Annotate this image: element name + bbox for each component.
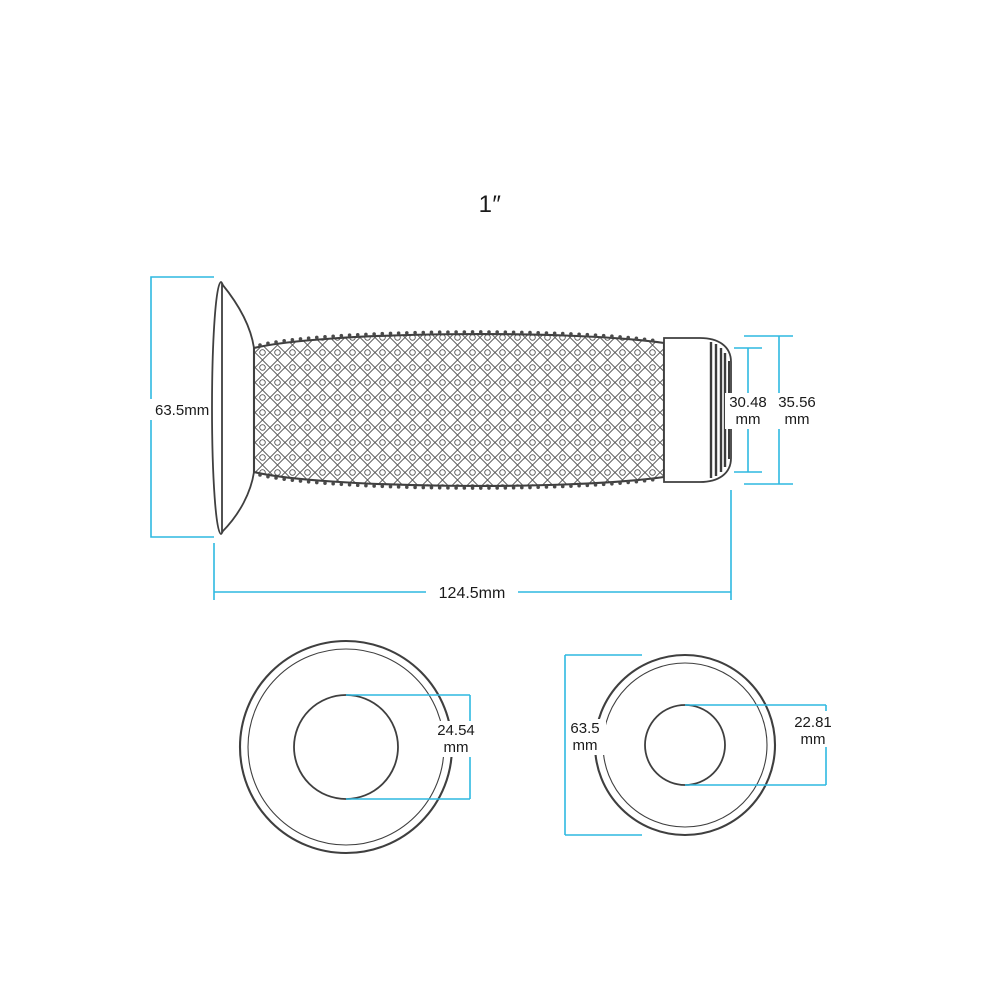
label-background — [789, 711, 836, 747]
dimension-end-outer-diameter: 63.5 mm — [564, 654, 642, 836]
end-bore-unit: mm — [801, 731, 826, 748]
flange-bore-circle — [293, 694, 399, 800]
flange-bore-unit: mm — [444, 739, 469, 756]
knurl-bumps-bottom — [258, 473, 660, 490]
flange-bell — [221, 281, 255, 535]
label-background — [774, 393, 820, 429]
throttle-end-view: 63.5 mm 22.81 mm — [564, 653, 836, 837]
end-bore-value: 22.81 — [794, 714, 832, 731]
label-background — [149, 399, 207, 420]
knurl-texture — [254, 334, 664, 486]
dimension-end-bore-diameter: 22.81 mm — [685, 704, 836, 786]
grip-size-title: 1″ — [479, 191, 502, 218]
flange-end-view: 24.54 mm — [238, 639, 479, 855]
flange-outer-circle — [238, 639, 454, 855]
dimension-cap-grip-diameter: 30.48 mm — [725, 347, 771, 473]
label-background — [566, 719, 606, 755]
dimension-flange-diameter: 63.5mm — [149, 276, 214, 538]
overall-length-label: 124.5mm — [439, 585, 506, 602]
label-background — [426, 581, 518, 604]
cap-outer-diameter-unit: mm — [785, 411, 810, 428]
dimension-end-outer-lines — [564, 654, 642, 836]
end-cap — [663, 337, 732, 483]
label-background — [725, 393, 771, 429]
knurl-bumps-top — [258, 330, 660, 347]
cap-grip-diameter-unit: mm — [736, 411, 761, 428]
label-background — [432, 721, 479, 757]
end-outer-diameter-value: 63.5 — [570, 720, 599, 737]
end-outer-diameter-unit: mm — [573, 737, 598, 754]
cap-outer-diameter-value: 35.56 — [778, 394, 816, 411]
dimension-overall-length: 124.5mm — [213, 490, 732, 604]
side-view — [211, 281, 732, 535]
dimension-cap-outer-diameter: 35.56 mm — [744, 335, 820, 485]
end-inner-ring — [602, 662, 768, 828]
end-bore-circle — [644, 704, 726, 786]
dimension-flange-bore: 24.54 mm — [346, 694, 479, 800]
cap-grip-diameter-value: 30.48 — [729, 394, 767, 411]
flange-inner-ring — [247, 648, 445, 846]
flange-bore-value: 24.54 — [437, 722, 475, 739]
end-cap-outline — [663, 337, 732, 483]
end-outer-circle — [593, 653, 777, 837]
grip-body — [252, 330, 666, 490]
flange-diameter-label: 63.5mm — [155, 402, 209, 419]
